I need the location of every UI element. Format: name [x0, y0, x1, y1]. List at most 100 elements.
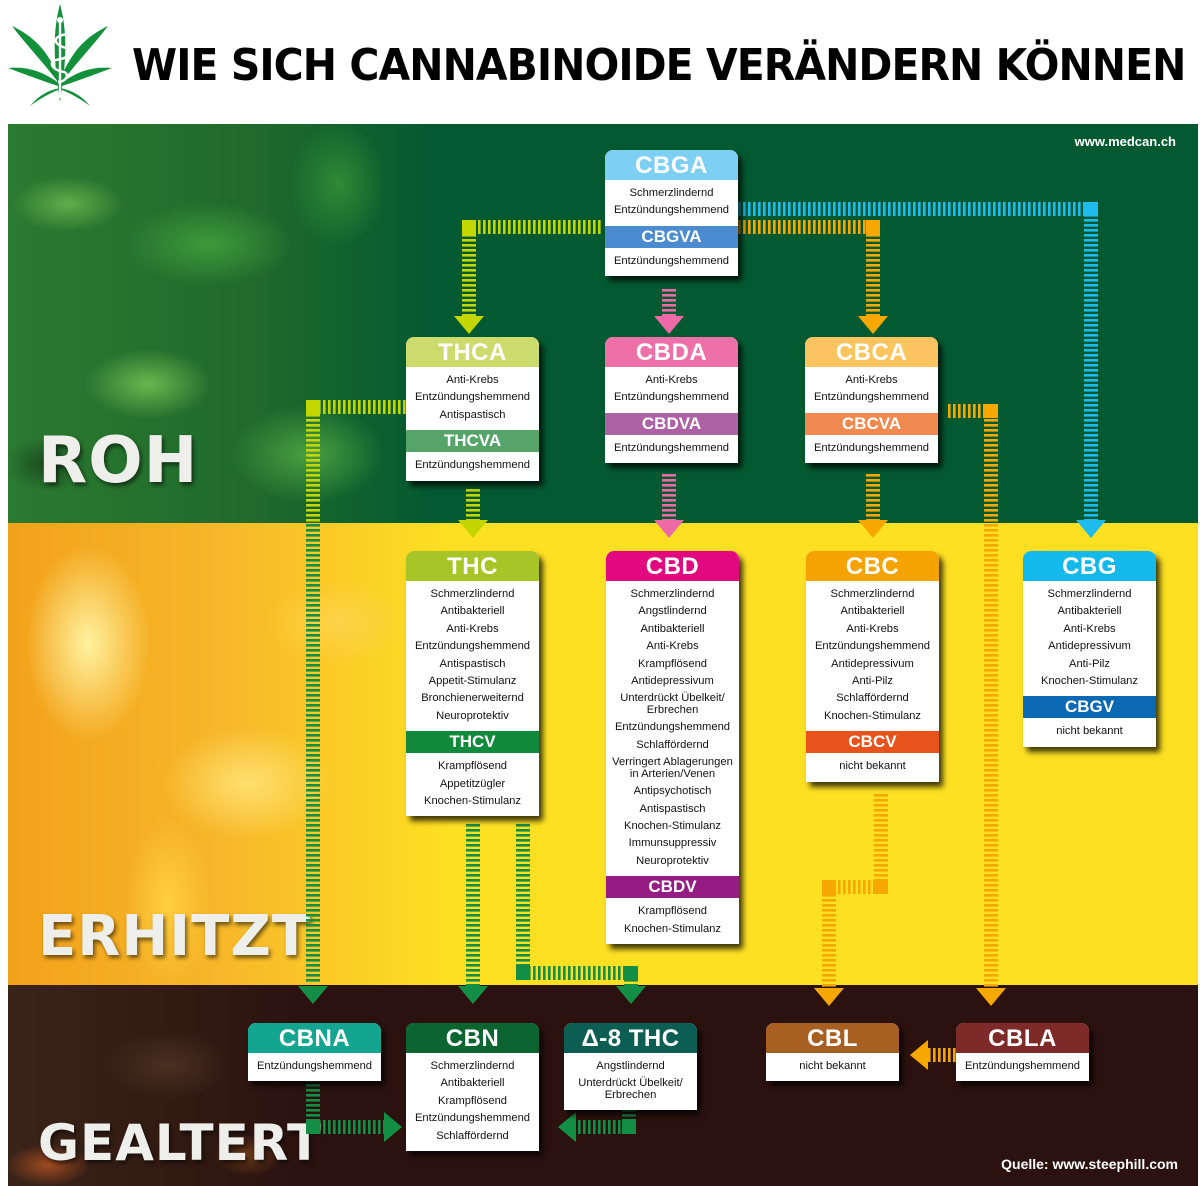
stage-label-roh: ROH	[38, 424, 199, 498]
effect-item: Antipsychotisch	[633, 785, 712, 798]
effect-item: Antibakteriell	[440, 605, 505, 618]
box-cbn[interactable]: CBN Schmerzlindernd Antibakteriell Kramp…	[406, 1023, 539, 1152]
box-title: CBD	[606, 551, 739, 581]
effect-item: Schlaffördernd	[636, 738, 709, 751]
variant-title: CBGV	[1023, 696, 1156, 719]
box-cbl[interactable]: CBL nicht bekannt	[766, 1023, 899, 1082]
box-cbc[interactable]: CBC Schmerzlindernd Antibakteriell Anti-…	[806, 551, 939, 782]
effect-item: Entzündungshemmend	[964, 1060, 1081, 1072]
effects-list: Anti-Krebs Entzündungshemmend	[805, 367, 938, 413]
effect-item: Entzündungshemmend	[613, 441, 730, 454]
effect-item: Unterdrückt Übelkeit/ Erbrechen	[620, 692, 725, 717]
box-title: CBC	[806, 551, 939, 581]
box-title: CBNA	[248, 1023, 381, 1053]
effect-item: nicht bekannt	[839, 760, 906, 773]
effects-list: Schmerzlindernd Antibakteriell Krampflös…	[406, 1053, 539, 1151]
effect-item: Knochen-Stimulanz	[423, 795, 521, 808]
diagram-stage: ROH ERHITZT GEALTERT www.medcan.ch Quell…	[8, 124, 1198, 1186]
effect-item: Anti-Krebs	[1063, 622, 1116, 635]
box-cbd[interactable]: CBD Schmerzlindernd Angstlindernd Antiba…	[606, 551, 739, 945]
variant-effects-list: Entzündungshemmend	[406, 452, 539, 480]
effect-item: Knochen-Stimulanz	[623, 922, 721, 935]
effect-item: Krampflösend	[637, 905, 708, 918]
effect-item: Antispastisch	[439, 657, 506, 670]
box-title: CBGA	[605, 150, 738, 180]
effect-item: Appetit-Stimulanz	[428, 675, 517, 688]
effect-item: Anti-Krebs	[846, 622, 899, 635]
box-cbna[interactable]: CBNA Entzündungshemmend	[248, 1023, 381, 1082]
stage-label-gealtert: GEALTERT	[38, 1114, 323, 1172]
effect-item: Entzündungshemmend	[414, 459, 531, 472]
aged-plant-photo	[8, 985, 308, 1186]
effect-item: Bronchienerweiternd	[421, 692, 524, 705]
effect-item: Krampflösend	[437, 1094, 508, 1107]
effect-item: Schlaffördernd	[436, 1129, 509, 1142]
effect-item: Anti-Krebs	[845, 374, 898, 386]
effect-item: Entzündungshemmend	[814, 640, 931, 653]
effect-item: Entzündungshemmend	[414, 640, 531, 653]
source-credit: Quelle: www.steephill.com	[1001, 1156, 1178, 1172]
effects-list: Anti-Krebs Entzündungshemmend Antispasti…	[406, 367, 539, 430]
effect-item: Entzündungshemmend	[414, 1112, 531, 1125]
effect-item: Entzündungshemmend	[813, 391, 930, 404]
box-thca[interactable]: THCA Anti-Krebs Entzündungshemmend Antis…	[406, 337, 539, 481]
box-title: CBDA	[605, 337, 738, 367]
variant-effects-list: Entzündungshemmend	[605, 435, 738, 463]
effect-item: Krampflösend	[637, 657, 708, 670]
effect-item: Entzündungshemmend	[414, 391, 531, 404]
effects-list: Schmerzlindernd Angstlindernd Antibakter…	[606, 581, 739, 876]
effect-item: Entzündungshemmend	[813, 441, 930, 454]
box-thc[interactable]: THC Schmerzlindernd Antibakteriell Anti-…	[406, 551, 539, 817]
variant-title: THCV	[406, 731, 539, 754]
effect-item: Entzündungshemmend	[613, 391, 730, 404]
box-cbda[interactable]: CBDA Anti-Krebs Entzündungshemmend CBDVA…	[605, 337, 738, 464]
effect-item: Appetitzügler	[439, 777, 506, 790]
effects-list: Entzündungshemmend	[956, 1053, 1089, 1081]
box-cbga[interactable]: CBGA Schmerzlindernd Entzündungshemmend …	[605, 150, 738, 277]
effects-list: Anti-Krebs Entzündungshemmend	[605, 367, 738, 413]
variant-title: CBCVA	[805, 412, 938, 435]
variant-title: CBDV	[606, 876, 739, 899]
effect-item: Anti-Krebs	[646, 640, 699, 653]
effect-item: Knochen-Stimulanz	[1040, 675, 1138, 688]
effect-item: Anti-Pilz	[851, 675, 894, 688]
variant-title: CBGVA	[605, 225, 738, 248]
box-title: CBG	[1023, 551, 1156, 581]
variant-effects-list: Entzündungshemmend	[805, 435, 938, 463]
variant-title: CBDVA	[605, 412, 738, 435]
effect-item: Entzündungshemmend	[613, 204, 730, 217]
effect-item: nicht bekannt	[799, 1060, 866, 1072]
effects-list: Entzündungshemmend	[248, 1053, 381, 1081]
effect-item: Schmerzlindernd	[1047, 588, 1132, 600]
effect-item: Angstlindernd	[596, 1060, 665, 1072]
variant-effects-list: Krampflösend Appetitzügler Knochen-Stimu…	[406, 753, 539, 816]
page-title: WIE SICH CANNABINOIDE VERÄNDERN KÖNNEN	[132, 40, 1186, 91]
website-credit: www.medcan.ch	[1074, 134, 1176, 149]
box-cbla[interactable]: CBLA Entzündungshemmend	[956, 1023, 1089, 1082]
effects-list: Angstlindernd Unterdrückt Übelkeit/ Erbr…	[564, 1053, 697, 1110]
effect-item: Schmerzlindernd	[630, 588, 715, 600]
effect-item: Anti-Krebs	[645, 374, 698, 386]
box-title: CBN	[406, 1023, 539, 1053]
effect-item: Antidepressivum	[1048, 640, 1131, 653]
effect-item: Schmerzlindernd	[430, 1060, 515, 1072]
effect-item: Krampflösend	[437, 760, 508, 773]
box-delta8-thc[interactable]: Δ-8 THC Angstlindernd Unterdrückt Übelke…	[564, 1023, 697, 1111]
variant-title: THCVA	[406, 430, 539, 453]
box-cbca[interactable]: CBCA Anti-Krebs Entzündungshemmend CBCVA…	[805, 337, 938, 464]
effect-item: Antibakteriell	[640, 622, 705, 635]
effect-item: Schmerzlindernd	[629, 187, 714, 199]
header: WIE SICH CANNABINOIDE VERÄNDERN KÖNNEN	[0, 0, 1200, 122]
box-cbg[interactable]: CBG Schmerzlindernd Antibakteriell Anti-…	[1023, 551, 1156, 747]
effect-item: Schmerzlindernd	[430, 588, 515, 600]
effect-item: Anti-Krebs	[446, 622, 499, 635]
box-title: CBLA	[956, 1023, 1089, 1053]
effect-item: Verringert Ablagerungen in Arterien/Vene…	[612, 756, 733, 781]
effect-item: Knochen-Stimulanz	[623, 820, 721, 833]
band-erhitzt	[8, 523, 1198, 985]
effect-item: nicht bekannt	[1056, 725, 1123, 738]
effect-item: Knochen-Stimulanz	[823, 709, 921, 722]
effects-list: Schmerzlindernd Antibakteriell Anti-Kreb…	[406, 581, 539, 731]
box-title: Δ-8 THC	[564, 1023, 697, 1053]
effect-item: Anti-Krebs	[446, 374, 499, 386]
